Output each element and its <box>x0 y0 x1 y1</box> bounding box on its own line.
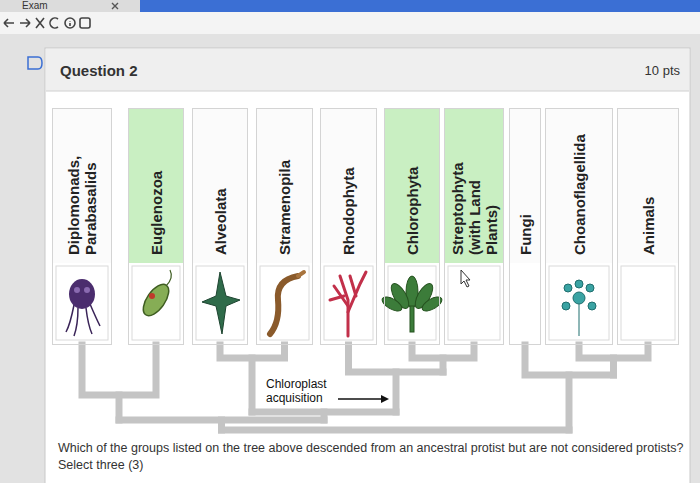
taxon-name: Fungi <box>517 115 534 255</box>
toolbar <box>0 12 700 34</box>
nav-icons <box>4 18 90 28</box>
taxon-name: Alveolata <box>212 115 229 255</box>
taxon-column: Diplomonads, Parabasalids <box>52 108 112 345</box>
taxon-column: Chlorophyta <box>384 108 440 345</box>
taxon-name: Diplomonads, Parabasalids <box>65 115 99 255</box>
question-header <box>46 49 689 91</box>
header-rule <box>46 91 689 92</box>
taxon-name: Euglenozoa <box>148 115 165 255</box>
tree-branch <box>82 345 156 395</box>
taxon-column: Rhodophyta <box>320 108 377 345</box>
taxon-column: Streptophyta (with Land Plants) <box>444 108 504 345</box>
question-text: Which of the groups listed on the tree a… <box>58 440 684 474</box>
window-bar <box>140 0 700 12</box>
taxon-name: Choanoflagellida <box>571 115 588 255</box>
tab-title: Exam <box>22 0 102 12</box>
taxon-name: Streptophyta (with Land Plants) <box>449 147 500 255</box>
taxon-name: Stramenopila <box>276 115 293 255</box>
tree-branches <box>119 345 614 430</box>
taxon-name: Rhodophyta <box>340 115 357 255</box>
taxon-column: Euglenozoa <box>128 108 184 345</box>
tree-branch <box>579 345 648 358</box>
taxon-column: Alveolata <box>192 108 248 345</box>
event-label: Chloroplast acquisition <box>266 377 338 405</box>
question-title: Question 2 <box>60 62 138 79</box>
taxon-name: Chlorophyta <box>404 115 421 255</box>
chloroplast-arrow <box>338 395 389 403</box>
taxon-column: Fungi <box>509 108 541 345</box>
tab-strip <box>0 0 700 12</box>
close-tab-icon <box>112 3 118 9</box>
flag-icon <box>28 57 42 69</box>
points-label: 10 pts <box>600 63 680 79</box>
taxon-name: Animals <box>640 115 657 255</box>
tree-branch <box>412 345 474 358</box>
taxon-column: Animals <box>617 108 679 345</box>
taxon-column: Choanoflagellida <box>545 108 613 345</box>
question-panel <box>45 48 690 483</box>
tree-branch <box>220 345 285 358</box>
taxon-column: Stramenopila <box>256 108 313 345</box>
